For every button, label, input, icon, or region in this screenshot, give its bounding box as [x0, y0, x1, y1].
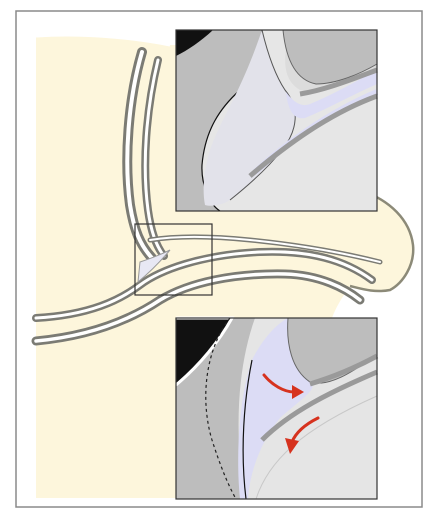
inset-bottom-panel	[176, 318, 377, 499]
inset-top-panel	[176, 30, 377, 211]
